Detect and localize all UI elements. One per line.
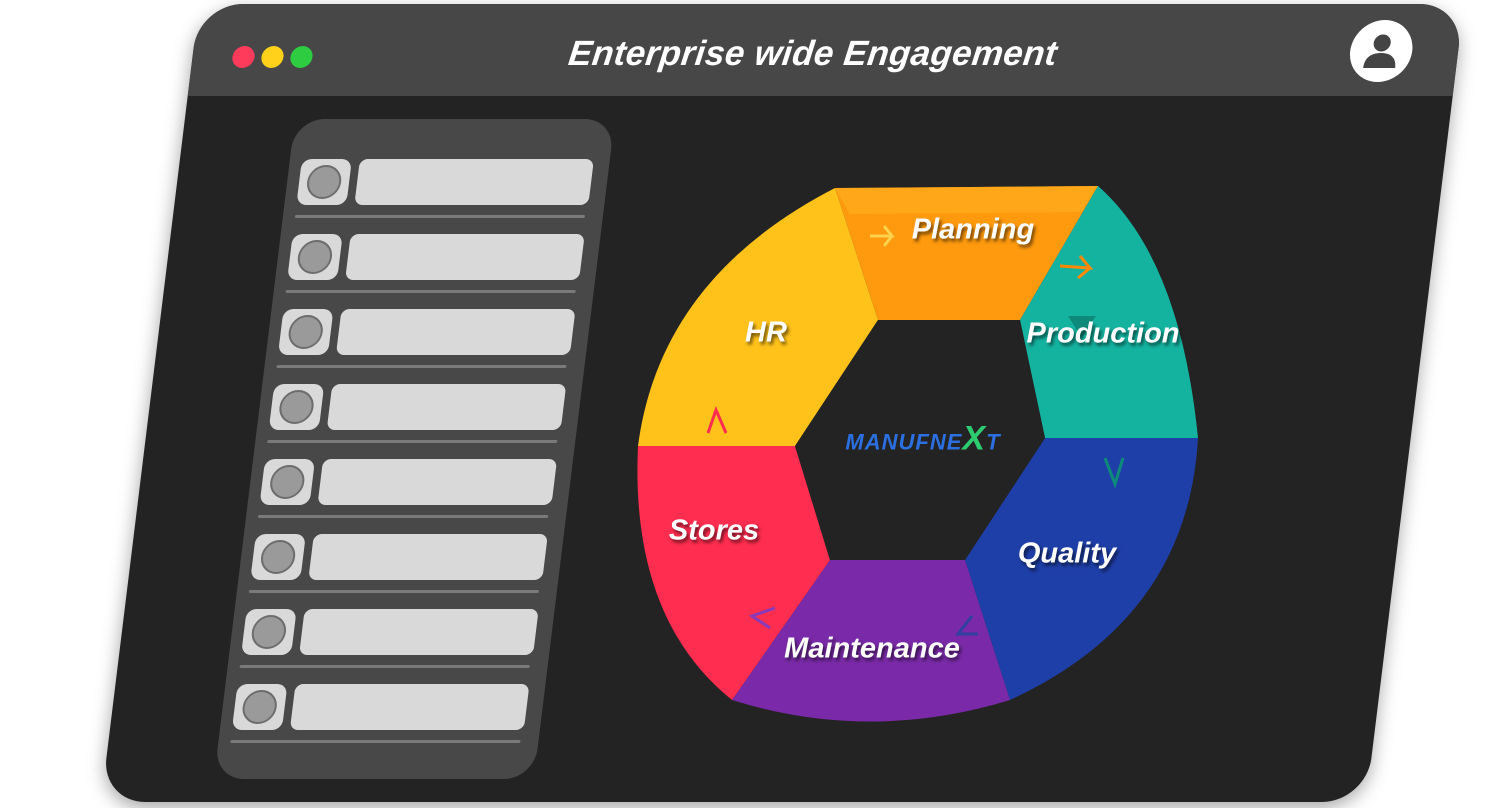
sidebar-item[interactable] [275, 301, 580, 375]
segment-label-planning: Planning [911, 213, 1035, 246]
sidebar-item[interactable] [294, 151, 599, 225]
sidebar-item-icon [259, 459, 316, 505]
segment-production[interactable] [1020, 186, 1198, 438]
sidebar-item-icon [231, 684, 288, 730]
user-avatar[interactable] [1346, 20, 1417, 82]
logo-text: MANUFNE [845, 429, 963, 455]
sidebar-item-icon [296, 159, 352, 205]
sidebar-divider [294, 215, 586, 218]
engagement-cycle: Planning Production Quality Maintenance … [620, 148, 1220, 758]
sidebar-divider [285, 290, 576, 293]
sidebar-item-placeholder [345, 234, 585, 280]
segment-label-quality: Quality [1017, 537, 1117, 570]
maximize-button[interactable] [289, 46, 314, 68]
sidebar-item[interactable] [285, 226, 590, 300]
segment-label-maintenance: Maintenance [784, 632, 960, 665]
sidebar-item[interactable] [257, 451, 562, 525]
sidebar-item[interactable] [229, 676, 534, 750]
segment-planning[interactable] [835, 186, 1098, 320]
segment-stores[interactable] [637, 446, 830, 700]
sidebar-item-icon [287, 234, 343, 280]
sidebar-item-icon [277, 309, 334, 355]
segment-maintenance[interactable] [732, 560, 1010, 722]
segment-quality[interactable] [965, 438, 1198, 700]
sidebar-item[interactable] [266, 376, 571, 450]
sidebar-divider [276, 365, 567, 368]
sidebar-divider [248, 590, 540, 593]
segment-label-stores: Stores [668, 514, 760, 547]
sidebar-item-placeholder [299, 609, 539, 655]
app-window: Enterprise wide Engagement [101, 4, 1464, 802]
user-avatar-icon [1363, 34, 1396, 68]
sidebar-item-placeholder [289, 684, 530, 730]
sidebar-item-placeholder [308, 534, 548, 580]
window-title: Enterprise wide Engagement [566, 34, 1060, 73]
sidebar-item-placeholder [335, 309, 576, 355]
sidebar-item-icon [241, 609, 297, 655]
sidebar-item-placeholder [326, 384, 567, 430]
segment-label-production: Production [1026, 317, 1180, 350]
segment-label-hr: HR [745, 316, 787, 349]
sidebar-divider [230, 740, 521, 743]
window-controls [231, 46, 314, 68]
sidebar-item-placeholder [317, 459, 558, 505]
sidebar-item[interactable] [239, 601, 544, 675]
sidebar-item-placeholder [354, 159, 594, 205]
logo-x: X [962, 419, 987, 458]
sidebar-divider [267, 440, 558, 443]
title-bar: Enterprise wide Engagement [187, 4, 1464, 96]
minimize-button[interactable] [260, 46, 285, 68]
sidebar-divider [239, 665, 530, 668]
sidebar-item[interactable] [248, 526, 553, 600]
cycle-ring [637, 186, 1198, 722]
close-button[interactable] [231, 46, 256, 68]
logo-text-end: T [986, 429, 1001, 455]
sidebar-item-icon [268, 384, 325, 430]
sidebar-item-icon [250, 534, 306, 580]
segment-hr[interactable] [638, 188, 878, 446]
sidebar-divider [257, 515, 549, 518]
manufnext-logo: MANUFNEXT [845, 420, 1000, 459]
sidebar [213, 119, 615, 779]
